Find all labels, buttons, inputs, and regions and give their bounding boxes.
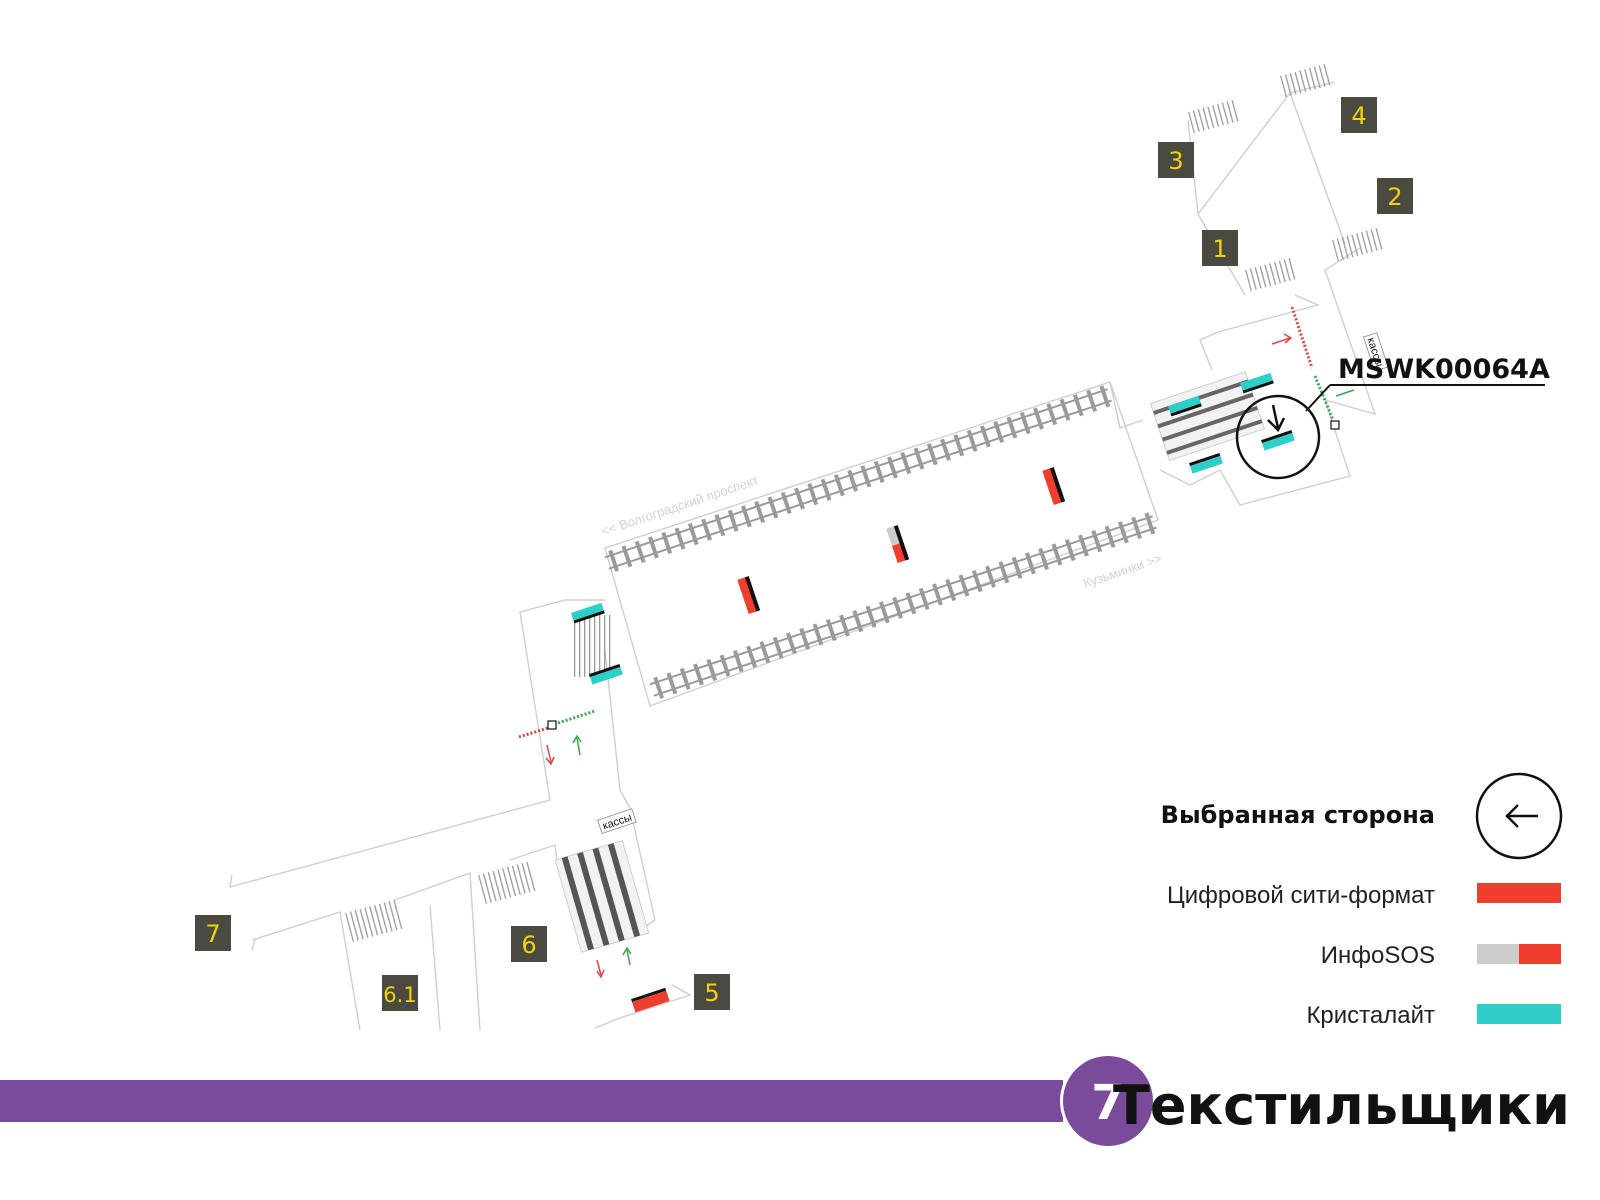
track-south bbox=[648, 511, 1159, 701]
kristalight-panels bbox=[571, 372, 1295, 685]
exit-6-1: 6.1 bbox=[382, 975, 418, 1011]
svg-text:5: 5 bbox=[704, 979, 719, 1007]
selected-side-icon bbox=[1475, 772, 1563, 860]
svg-text:6.1: 6.1 bbox=[383, 983, 416, 1007]
line-band: 7 bbox=[0, 1053, 1156, 1149]
exit-7: 7 bbox=[195, 915, 231, 951]
selected-panel bbox=[1261, 430, 1295, 451]
legend-digital-label: Цифровой сити-формат bbox=[1167, 882, 1435, 909]
line-number: 7 bbox=[1091, 1075, 1124, 1131]
street-label-right: Кузьминки >> bbox=[1081, 551, 1163, 591]
digital-city-format-panels bbox=[631, 467, 1066, 1013]
selected-side-marker bbox=[1235, 384, 1545, 480]
exit-4: 4 bbox=[1341, 97, 1377, 133]
svg-text:4: 4 bbox=[1351, 102, 1366, 130]
west-stairs bbox=[574, 615, 612, 677]
selected-panel-code: MSWK00064A bbox=[1338, 354, 1550, 385]
south-escalators bbox=[554, 840, 650, 953]
svg-text:1: 1 bbox=[1212, 235, 1227, 263]
turnstiles-west bbox=[518, 709, 596, 766]
svg-text:3: 3 bbox=[1168, 147, 1183, 175]
exit-1: 1 bbox=[1202, 230, 1238, 266]
svg-text:7: 7 bbox=[205, 920, 220, 948]
svg-text:2: 2 bbox=[1387, 183, 1402, 211]
legend-selected-side-label: Выбранная сторона bbox=[1161, 801, 1435, 829]
svg-text:6: 6 bbox=[521, 931, 536, 959]
cashier-south: кассы bbox=[597, 808, 637, 834]
station-title: Текстильщики bbox=[1113, 1074, 1570, 1137]
legend-kristalight-label: Кристалайт bbox=[1306, 1002, 1435, 1029]
legend-infosos-swatch bbox=[1477, 944, 1561, 964]
legend-kristalight-swatch bbox=[1477, 1004, 1561, 1024]
svg-text:кассы: кассы bbox=[601, 812, 633, 833]
exit-2: 2 bbox=[1377, 178, 1413, 214]
exit-5: 5 bbox=[694, 974, 730, 1010]
exit-3: 3 bbox=[1158, 142, 1194, 178]
infosos-panel bbox=[886, 525, 910, 564]
track-north bbox=[603, 384, 1114, 574]
turnstiles-south bbox=[596, 946, 632, 979]
exit-stairs bbox=[345, 63, 1385, 942]
legend-digital-swatch bbox=[1477, 883, 1561, 903]
legend: Выбранная сторона Цифровой сити-формат И… bbox=[1161, 772, 1563, 1029]
exit-6: 6 bbox=[511, 926, 547, 962]
turnstiles-east bbox=[1271, 306, 1355, 430]
legend-infosos-label: ИнфоSOS bbox=[1321, 942, 1435, 969]
